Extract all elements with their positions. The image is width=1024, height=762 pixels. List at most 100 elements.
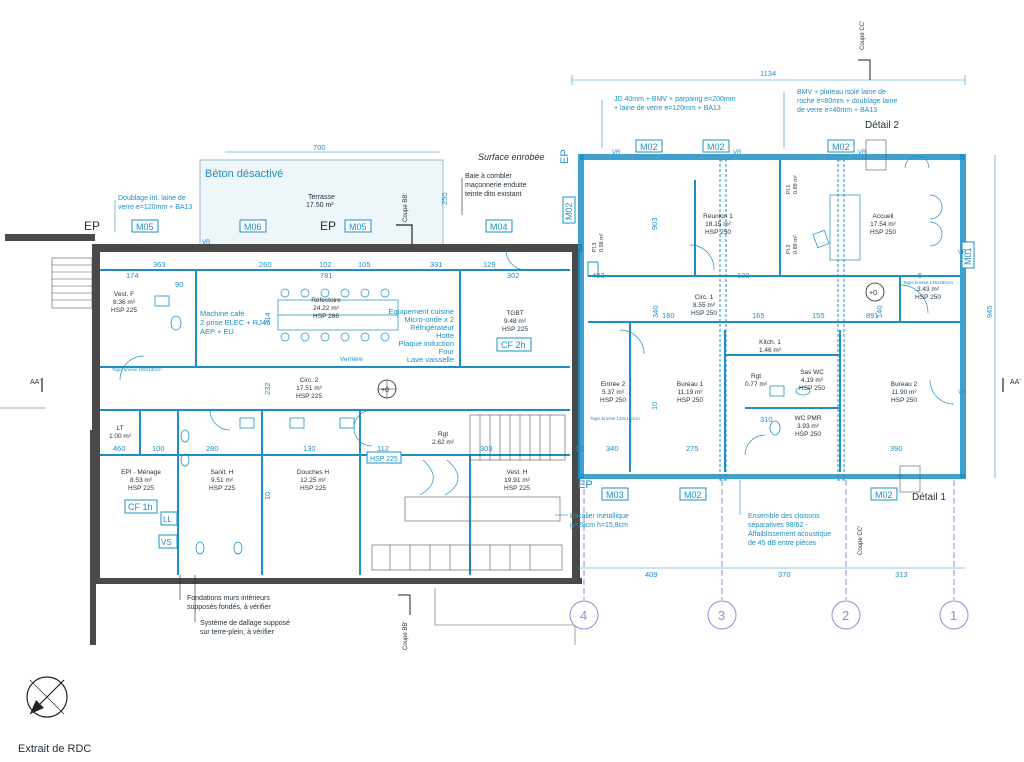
level-left: +0	[381, 387, 389, 394]
svg-text:19.91 m²: 19.91 m²	[504, 477, 530, 484]
vr-2: VR	[612, 150, 621, 156]
dim-130a: 232	[263, 382, 272, 395]
interior-stair	[371, 414, 566, 571]
svg-text:Douches H: Douches H	[297, 469, 329, 476]
dim-90: 90	[175, 280, 183, 289]
ep-3: EP	[559, 149, 571, 164]
annotation-jd: JD 40mm + BMV + parpaing e=200mm + laine…	[601, 96, 736, 148]
svg-text:Tapis brosse 140x150cm: Tapis brosse 140x150cm	[590, 416, 640, 421]
svg-text:Machine café: Machine café	[200, 309, 245, 318]
svg-text:Bureau 1: Bureau 1	[677, 381, 704, 388]
tag-m02-e: M02	[875, 490, 893, 500]
svg-text:HSP 250: HSP 250	[600, 397, 626, 404]
dim-280: 130	[303, 444, 316, 453]
dim-310: 390	[890, 444, 903, 453]
svg-text:2.62 m²: 2.62 m²	[432, 439, 455, 446]
dim-403: 180	[662, 311, 675, 320]
svg-text:0.89 m²: 0.89 m²	[793, 175, 799, 194]
svg-text:HSP 225: HSP 225	[504, 485, 530, 492]
svg-text:3.93 m²: 3.93 m²	[797, 423, 820, 430]
walls	[5, 154, 966, 645]
coupe-bb-top: Coupe BB'	[403, 194, 409, 223]
columns	[587, 159, 845, 481]
svg-text:HSP 225: HSP 225	[300, 485, 326, 492]
svg-text:Plaque induction: Plaque induction	[399, 339, 454, 348]
svg-text:12.25 m²: 12.25 m²	[300, 477, 326, 484]
room-kitch-1: Kitch. 11.46 m²	[759, 339, 782, 354]
dim-275: 310	[760, 415, 773, 424]
svg-text:Coupe CC': Coupe CC'	[858, 526, 864, 555]
annotation-doublage: Doublage int. laine de verre e=120mm + B…	[114, 195, 192, 232]
tag-m02-b: M02	[707, 142, 725, 152]
svg-text:0.89 m²: 0.89 m²	[793, 235, 799, 254]
annotation-bmv: BMV + plateau isolé laine de roche e=80m…	[783, 89, 898, 148]
dim-140: 340	[651, 305, 660, 318]
svg-text:Vest. H: Vest. H	[507, 469, 528, 476]
dim-409: 409	[645, 570, 658, 579]
dim-174: 174	[126, 271, 139, 280]
svg-text:HSP 225: HSP 225	[111, 307, 137, 314]
svg-text:maçonnerie enduite: maçonnerie enduite	[465, 182, 527, 189]
dim-180: 165	[752, 311, 765, 320]
axis-1: 1	[950, 608, 957, 623]
svg-text:Hotte: Hotte	[436, 331, 454, 340]
coupe-markers: Coupe CC' Coupe CC' Coupe BB' AA' AA'	[30, 21, 1021, 650]
beton-label: Béton désactivé	[205, 168, 283, 180]
level-right: +0	[869, 290, 877, 297]
svg-text:HSP 225: HSP 225	[209, 485, 235, 492]
svg-text:HSP 225: HSP 225	[502, 326, 528, 333]
dim-302: 302	[507, 271, 520, 280]
refectoire-table	[277, 288, 399, 342]
dim-331: 331	[430, 260, 443, 269]
svg-text:8.53 m²: 8.53 m²	[130, 477, 153, 484]
svg-text:LT: LT	[116, 425, 123, 432]
level-markers: +0 +0	[377, 282, 885, 399]
dim-232: 280	[206, 444, 219, 453]
svg-text:Tapis brosse 145x250cm: Tapis brosse 145x250cm	[903, 280, 953, 285]
dim-145: 5	[918, 271, 922, 280]
window-tags: M05 M06 M05 M04 M02 M02 M02 M02 M01 M03 …	[131, 139, 975, 501]
ll-tag: LL	[163, 515, 172, 524]
terrasse-label: Terrasse	[308, 194, 335, 201]
annotation-fondations: Fondations murs intérieurs supposés fond…	[179, 575, 271, 611]
svg-text:Circ. 1: Circ. 1	[695, 294, 714, 301]
grid-axes: 4 3 2 1	[569, 480, 969, 630]
ep-1: EP	[84, 219, 100, 233]
dim-105: 105	[358, 260, 371, 269]
svg-text:de verre e=40mm + BA13: de verre e=40mm + BA13	[797, 107, 877, 114]
tag-m02-d: M02	[684, 490, 702, 500]
svg-text:8.55 m²: 8.55 m²	[693, 302, 716, 309]
site-boundary	[434, 588, 576, 645]
dim-165: 155	[812, 311, 825, 320]
dim-945: 945	[985, 305, 994, 318]
dim-340: 903	[650, 217, 659, 230]
interior-dimensions: 363 260 102 105 331 129 302 174 90 781 3…	[113, 217, 922, 500]
ep-4: EP	[578, 479, 593, 491]
svg-text:TGBT: TGBT	[506, 310, 523, 317]
svg-text:Pl.3: Pl.3	[592, 243, 598, 252]
svg-text:Coupe BB': Coupe BB'	[403, 622, 409, 651]
svg-text:HSP 286: HSP 286	[313, 313, 339, 320]
svg-text:HSP 250: HSP 250	[870, 229, 896, 236]
vr-1: VR	[202, 240, 211, 246]
svg-text:Lave vaisselle: Lave vaisselle	[407, 355, 454, 364]
svg-text:HSP 250: HSP 250	[795, 431, 821, 438]
room-lt: LT1.00 m²	[109, 425, 132, 440]
dim-71a: 403	[592, 271, 605, 280]
svg-text:Escalier métallique: Escalier métallique	[570, 513, 629, 520]
axis-2: 2	[842, 608, 849, 623]
svg-text:Kitch. 1: Kitch. 1	[759, 339, 781, 346]
tag-m02-c: M02	[832, 142, 850, 152]
annotation-baie: Baie à combler maçonnerie enduite teinte…	[461, 173, 527, 215]
svg-text:11.90 m²: 11.90 m²	[891, 389, 917, 396]
